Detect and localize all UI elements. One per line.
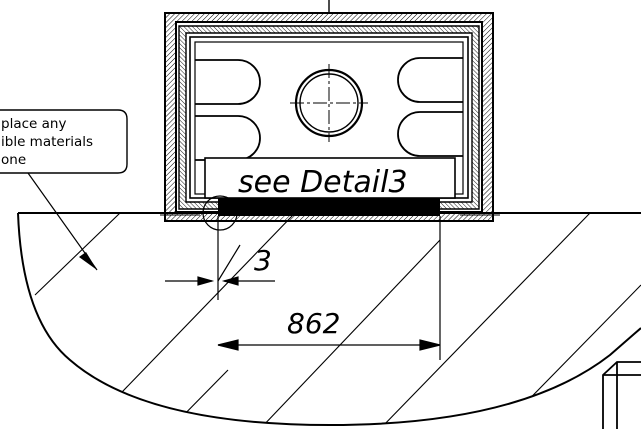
note-line-3: one [1, 152, 26, 168]
note-bubble [0, 109, 128, 174]
dimension-gap [165, 216, 275, 300]
note-callout: place any ible materials one [0, 109, 128, 271]
detail-reference-label: see Detail3 [238, 165, 408, 200]
left-upper-finger [195, 59, 261, 105]
detail-callout-circle [202, 195, 238, 231]
right-upper-finger [397, 57, 463, 103]
bottom-right-object [602, 361, 641, 429]
left-lower-finger [195, 115, 261, 161]
detail-label-box: see Detail3 [204, 157, 456, 200]
gap-dimension-label: 3 [254, 244, 272, 277]
internal-components [195, 57, 463, 161]
inner-wall [178, 25, 480, 210]
base-hatching [34, 213, 641, 425]
width-dimension-label: 862 [287, 307, 340, 340]
seal-strip [218, 198, 440, 216]
right-lower-finger [397, 111, 463, 157]
center-hole [294, 68, 364, 138]
note-leader-arrow [79, 252, 97, 270]
note-line-2: ible materials [1, 134, 93, 150]
outer-wall [164, 12, 494, 222]
dimension-width [217, 216, 441, 360]
note-line-1: place any [1, 116, 66, 132]
